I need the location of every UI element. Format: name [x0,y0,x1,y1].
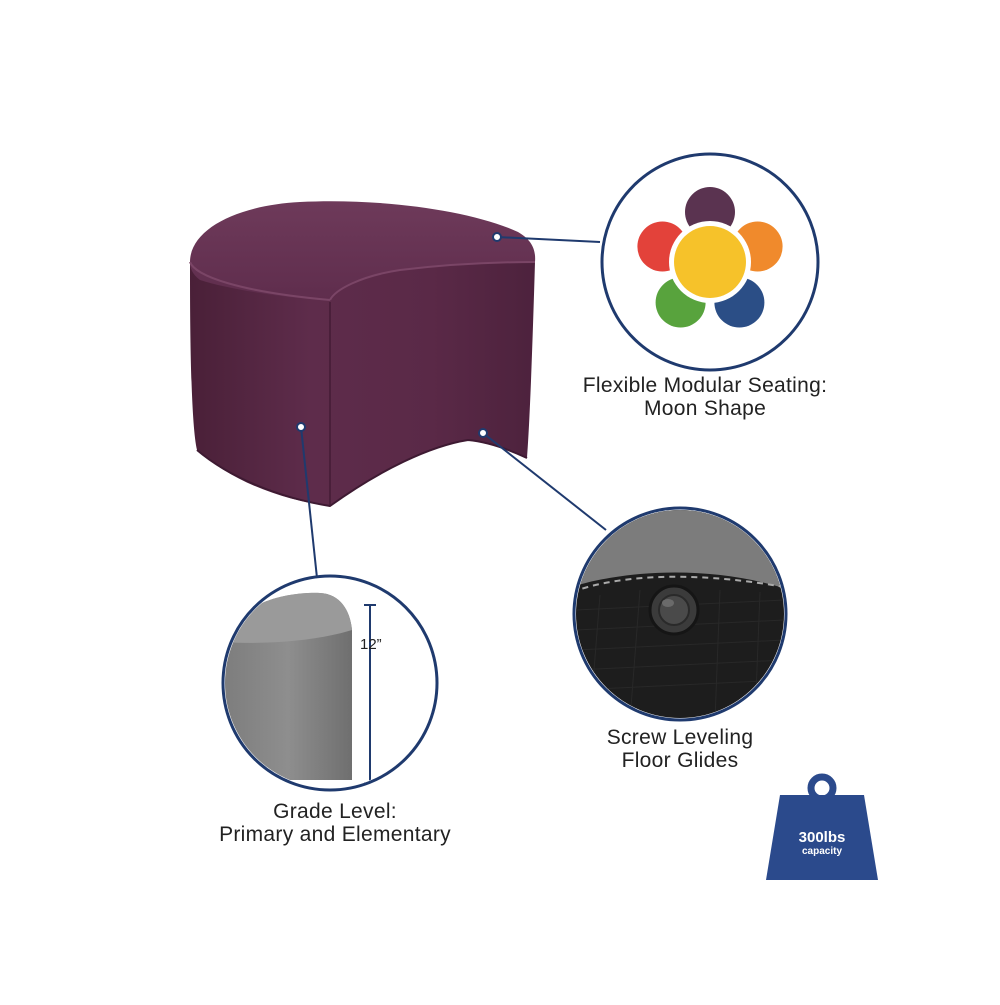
grade-level-callout [221,574,439,792]
callout-lines [300,236,607,579]
modular-seating-caption: Flexible Modular Seating: Moon Shape [560,374,850,420]
capacity-weight: 300lbs [798,829,846,846]
ottoman-top [190,201,536,300]
grade-level-line1: Grade Level: [273,800,397,823]
floor-glide-callout [572,506,788,722]
capacity-badge [766,773,878,880]
modular-seating-callout [600,152,820,372]
color-petal-icon [637,187,783,328]
moon-ottoman [189,201,536,508]
ottoman-side [190,262,535,506]
seat-height-label: 12” [360,636,382,653]
capacity-badge-text: 300lbs capacity [786,829,858,858]
capacity-label: capacity [801,846,843,857]
callout-dots [296,232,502,438]
modular-seating-line2: Moon Shape [643,397,767,420]
floor-glides-caption: Screw Leveling Floor Glides [565,726,795,772]
petal-center [674,226,746,298]
ottoman-edge [329,261,536,301]
floor-glides-line1: Screw Leveling [606,726,754,749]
grade-level-line2: Primary and Elementary [219,823,451,846]
modular-seating-line1: Flexible Modular Seating: [582,374,828,397]
grade-level-caption: Grade Level: Primary and Elementary [190,800,480,846]
floor-glides-line2: Floor Glides [621,749,739,772]
